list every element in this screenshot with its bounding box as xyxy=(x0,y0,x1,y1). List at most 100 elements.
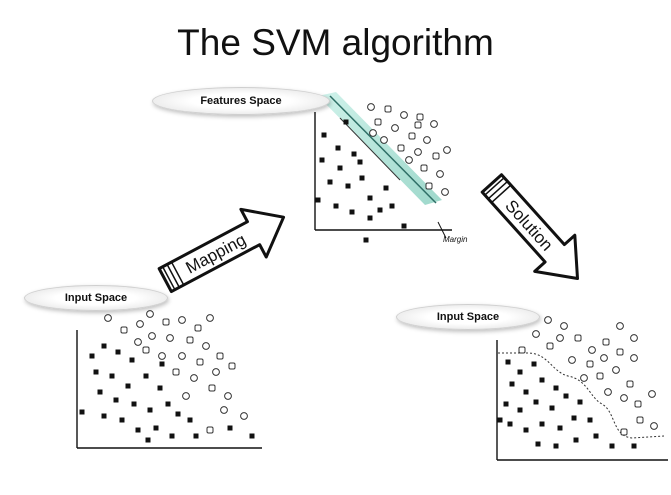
features-space-label: Features Space xyxy=(152,87,330,115)
open-square-point xyxy=(416,113,424,121)
open-circle-point xyxy=(560,322,568,330)
open-square-point xyxy=(142,346,150,354)
filled-point xyxy=(539,421,545,427)
feature-axis-tick xyxy=(437,221,447,239)
solution-arrow: Solution xyxy=(480,173,580,281)
open-square-point xyxy=(620,428,628,436)
open-square-point xyxy=(162,318,170,326)
open-circle-point xyxy=(212,368,220,376)
filled-point xyxy=(335,145,341,151)
open-circle-point xyxy=(391,124,399,132)
open-square-point xyxy=(374,118,382,126)
filled-point xyxy=(349,209,355,215)
open-square-point xyxy=(120,326,128,334)
open-circle-point xyxy=(148,332,156,340)
open-circle-point xyxy=(182,392,190,400)
filled-point xyxy=(531,361,537,367)
filled-point xyxy=(523,389,529,395)
filled-point xyxy=(327,179,333,185)
filled-point xyxy=(377,207,383,213)
open-circle-point xyxy=(620,394,628,402)
open-circle-point xyxy=(568,356,576,364)
open-square-point xyxy=(208,384,216,392)
filled-point xyxy=(113,397,119,403)
open-square-point xyxy=(196,358,204,366)
open-square-point xyxy=(420,164,428,172)
filled-point xyxy=(101,343,107,349)
open-circle-point xyxy=(240,412,248,420)
open-circle-point xyxy=(202,342,210,350)
open-square-point xyxy=(626,380,634,388)
hyperplane-line xyxy=(329,95,437,204)
filled-point xyxy=(321,132,327,138)
open-square-point xyxy=(636,416,644,424)
filled-point xyxy=(249,433,255,439)
filled-point xyxy=(533,399,539,405)
filled-point xyxy=(359,175,365,181)
filled-point xyxy=(135,427,141,433)
filled-point xyxy=(631,443,637,449)
filled-point xyxy=(553,443,559,449)
open-circle-point xyxy=(220,406,228,414)
right-input-space-panel xyxy=(496,316,668,461)
open-square-point xyxy=(206,426,214,434)
open-circle-point xyxy=(544,316,552,324)
open-circle-point xyxy=(369,129,377,137)
open-square-point xyxy=(228,362,236,370)
open-circle-point xyxy=(146,310,154,318)
filled-point xyxy=(563,393,569,399)
open-circle-point xyxy=(104,314,112,322)
filled-point xyxy=(129,357,135,363)
open-circle-point xyxy=(441,188,449,196)
filled-point xyxy=(97,389,103,395)
filled-point xyxy=(497,417,503,423)
open-circle-point xyxy=(190,374,198,382)
open-circle-point xyxy=(436,170,444,178)
filled-point xyxy=(389,203,395,209)
feature-points xyxy=(315,103,451,243)
open-circle-point xyxy=(630,334,638,342)
filled-point xyxy=(593,433,599,439)
margin-label: Margin xyxy=(443,235,468,244)
open-circle-point xyxy=(134,338,142,346)
filled-point xyxy=(145,437,151,443)
filled-point xyxy=(227,425,233,431)
open-square-point xyxy=(172,368,180,376)
filled-point xyxy=(503,401,509,407)
open-circle-point xyxy=(166,334,174,342)
open-circle-point xyxy=(612,366,620,374)
open-square-point xyxy=(634,400,642,408)
filled-point xyxy=(169,433,175,439)
filled-point xyxy=(157,385,163,391)
filled-point xyxy=(101,413,107,419)
open-square-point xyxy=(596,372,604,380)
left-input-points xyxy=(79,310,255,443)
open-square-point xyxy=(414,121,422,129)
open-circle-point xyxy=(430,120,438,128)
filled-point xyxy=(539,377,545,383)
filled-point xyxy=(333,203,339,209)
open-square-point xyxy=(432,152,440,160)
open-circle-point xyxy=(580,374,588,382)
decision-boundary xyxy=(498,352,665,439)
open-square-point xyxy=(186,336,194,344)
filled-point xyxy=(119,417,125,423)
left-input-space-panel xyxy=(76,310,262,449)
filled-point xyxy=(505,359,511,365)
filled-point xyxy=(357,159,363,165)
filled-point xyxy=(143,373,149,379)
features-space-panel xyxy=(314,92,452,243)
input-space-left-label: Input Space xyxy=(24,285,168,311)
open-circle-point xyxy=(414,148,422,156)
filled-point xyxy=(343,119,349,125)
filled-point xyxy=(93,369,99,375)
filled-point xyxy=(187,417,193,423)
open-circle-point xyxy=(136,320,144,328)
filled-point xyxy=(573,437,579,443)
filled-point xyxy=(609,443,615,449)
open-circle-point xyxy=(206,314,214,322)
filled-point xyxy=(193,433,199,439)
filled-point xyxy=(351,151,357,157)
filled-point xyxy=(159,361,165,367)
